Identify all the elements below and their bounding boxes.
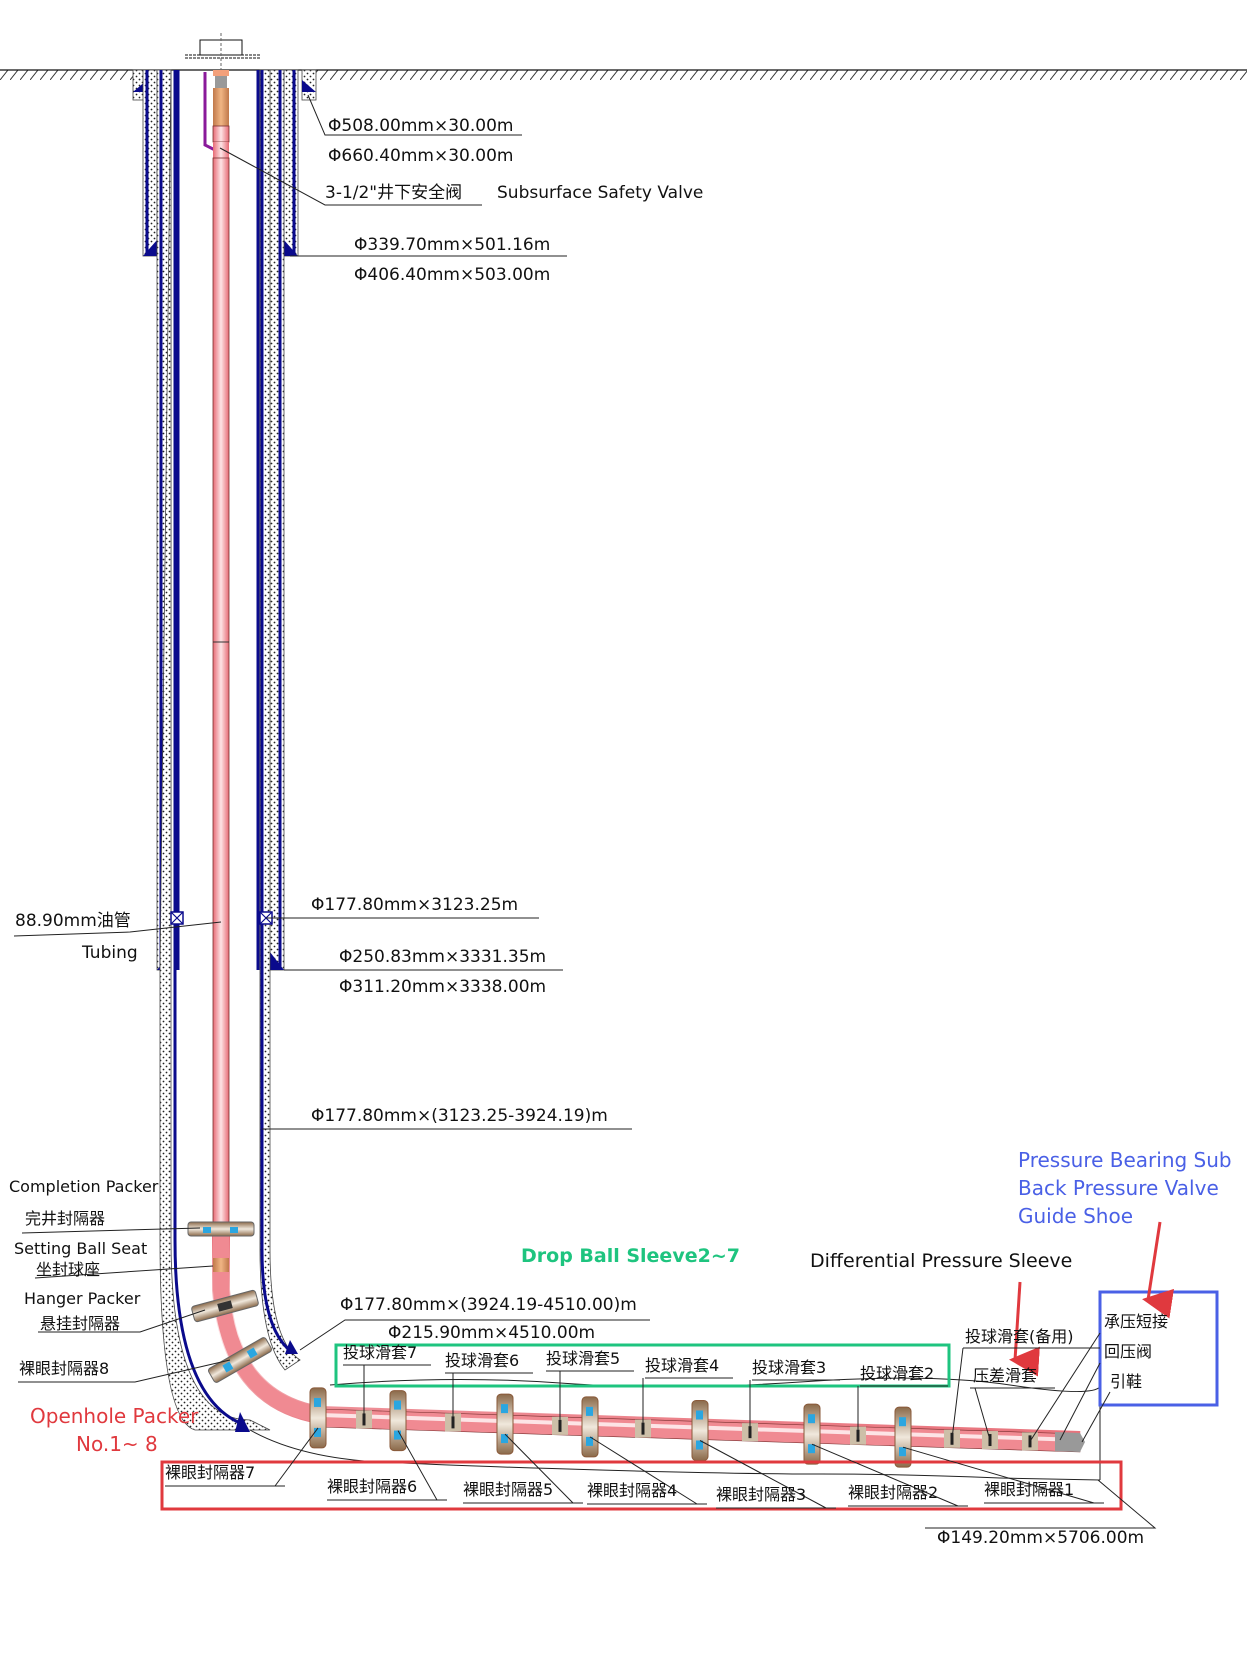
label-tieback: Φ177.80mm×3123.25m — [311, 895, 518, 915]
sleeve-2-icon — [552, 1416, 568, 1435]
openhole-packer-7-icon — [309, 1387, 327, 1449]
openhole-packer-1-icon — [894, 1406, 912, 1468]
label-liner-lower: Φ177.80mm×(3924.19-4510.00)m — [340, 1295, 637, 1315]
shoe-arrow-icon — [1142, 1221, 1175, 1319]
label-hanger-packer-cn: 悬挂封隔器 — [40, 1314, 120, 1333]
openhole-packer-4-icon — [581, 1396, 599, 1458]
label-openhole-packer: 裸眼封隔器4 — [587, 1481, 677, 1500]
label-spare-sleeve: 投球滑套(备用) — [965, 1327, 1074, 1346]
control-line — [203, 72, 216, 152]
openhole-packer-3-icon — [691, 1400, 709, 1461]
label-intermediate-od: Φ250.83mm×3331.35m — [339, 947, 546, 967]
openhole-packer-5-icon — [496, 1393, 514, 1455]
label-tubing-cn: 88.90mm油管 — [15, 911, 131, 931]
label-surface-od: Φ339.70mm×501.16m — [354, 235, 550, 255]
openhole-packer-group-box — [160, 1460, 1123, 1511]
openhole-packer-6-icon — [389, 1390, 407, 1452]
production-casing — [159, 69, 301, 1432]
label-drop-ball-sleeve: 投球滑套3 — [752, 1358, 826, 1377]
label-drop-ball-sleeve: 投球滑套7 — [343, 1343, 417, 1362]
differential-arrow-icon — [1009, 1281, 1040, 1377]
completion-packer-icon — [187, 1221, 255, 1237]
sleeve-4-icon — [742, 1423, 758, 1442]
openhole-wall-top — [329, 1377, 1101, 1480]
sleeve-0-icon — [356, 1410, 372, 1429]
sleeve-1-icon — [445, 1413, 461, 1432]
label-conductor-hole: Φ660.40mm×30.00m — [328, 146, 513, 166]
label-tubing-en: Tubing — [81, 943, 138, 963]
wellhead-icon — [185, 33, 260, 75]
setting-ball-seat-icon — [213, 1258, 229, 1272]
label-completion-packer-en: Completion Packer — [9, 1177, 159, 1196]
sleeve-3-icon — [635, 1419, 651, 1438]
label-guide-shoe: 引鞋 — [1110, 1372, 1142, 1391]
label-openhole-packer: 裸眼封隔器7 — [165, 1463, 255, 1482]
differential-legend: Differential Pressure Sleeve — [810, 1250, 1072, 1272]
drop-ball-legend: Drop Ball Sleeve2~7 — [521, 1245, 740, 1267]
label-completion-packer-cn: 完井封隔器 — [25, 1209, 105, 1228]
leader-lines — [13, 94, 1157, 1529]
label-liner-upper: Φ177.80mm×(3123.25-3924.19)m — [311, 1106, 608, 1126]
label-setting-ball-seat-cn: 坐封球座 — [36, 1260, 100, 1279]
label-openhole-packer: 裸眼封隔器1 — [984, 1480, 1074, 1499]
label-openhole-packer: 裸眼封隔器6 — [327, 1477, 417, 1496]
horizontal-packers — [309, 1387, 1038, 1468]
label-surface-hole: Φ406.40mm×503.00m — [354, 265, 550, 285]
guide-shoe-icon — [1055, 1432, 1085, 1452]
sleeve-5-icon — [850, 1426, 866, 1445]
label-pressure-bearing-sub: 承压短接 — [1104, 1312, 1168, 1331]
label-ssv-cn: 3-1/2"井下安全阀 — [325, 183, 462, 203]
shoe-legend-line2: Back Pressure Valve — [1018, 1176, 1219, 1200]
label-back-pressure-valve: 回压阀 — [1104, 1342, 1152, 1361]
label-intermediate-hole: Φ311.20mm×3338.00m — [339, 977, 546, 997]
ground-surface — [0, 69, 1247, 80]
label-differential-sleeve: 压差滑套 — [973, 1366, 1037, 1385]
label-hanger-packer-en: Hanger Packer — [24, 1289, 141, 1308]
label-drop-ball-sleeve: 投球滑套2 — [860, 1364, 934, 1383]
label-drop-ball-sleeve: 投球滑套6 — [445, 1351, 519, 1370]
label-openhole: Φ149.20mm×5706.00m — [937, 1528, 1144, 1548]
tieback-packer-icon — [170, 911, 273, 925]
label-drop-ball-sleeve: 投球滑套5 — [546, 1349, 620, 1368]
shoe-legend-line3: Guide Shoe — [1018, 1204, 1133, 1228]
label-openhole-packer: 裸眼封隔器5 — [463, 1480, 553, 1499]
label-setting-ball-seat-en: Setting Ball Seat — [14, 1239, 147, 1258]
label-drop-ball-sleeve: 投球滑套4 — [645, 1356, 719, 1375]
openhole-packer-8-icon — [208, 1337, 272, 1383]
label-openhole-packer-8: 裸眼封隔器8 — [19, 1359, 109, 1378]
label-openhole-packer: 裸眼封隔器2 — [848, 1483, 938, 1502]
openhole-wall-bottom — [249, 1429, 1101, 1481]
label-conductor-od: Φ508.00mm×30.00m — [328, 116, 513, 136]
tubing-string — [212, 70, 230, 1229]
label-production-hole: Φ215.90mm×4510.00m — [388, 1323, 595, 1343]
openhole-packer-2-icon — [803, 1403, 821, 1465]
label-ssv-en: Subsurface Safety Valve — [497, 183, 703, 203]
openhole-packer-legend-line2: No.1~ 8 — [76, 1432, 158, 1456]
shoe-legend-line1: Pressure Bearing Sub — [1018, 1148, 1232, 1172]
label-openhole-packer: 裸眼封隔器3 — [716, 1485, 806, 1504]
component-leaders — [165, 1332, 1111, 1509]
openhole-packer-legend-line1: Openhole Packer — [30, 1404, 199, 1428]
